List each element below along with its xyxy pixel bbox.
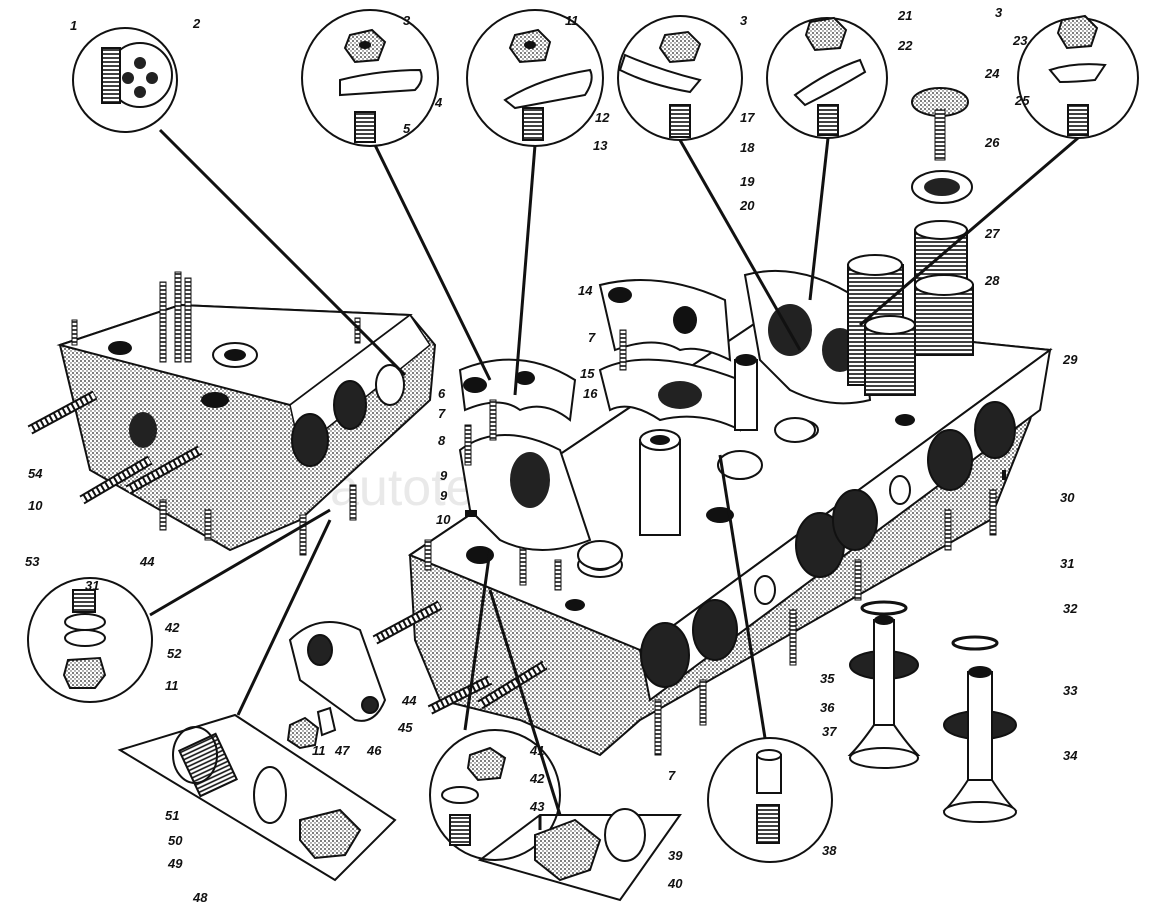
label-27: 27: [984, 226, 1000, 241]
part-labels: 1 2 3 4 5 6 7 8 9 9 10 10 11 11 11 12 13…: [25, 5, 1078, 905]
label-11a: 11: [565, 13, 579, 28]
label-40: 40: [667, 876, 683, 891]
label-48: 48: [192, 890, 208, 905]
label-44b: 44: [401, 693, 417, 708]
label-44a: 44: [139, 554, 155, 569]
label-42b: 42: [164, 620, 180, 635]
label-5: 5: [403, 121, 411, 136]
label-3c: 3: [995, 5, 1003, 20]
label-26: 26: [984, 135, 1000, 150]
label-1: 1: [70, 18, 77, 33]
label-2: 2: [192, 16, 201, 31]
label-8: 8: [438, 433, 446, 448]
label-38: 38: [822, 843, 837, 858]
label-10b: 10: [436, 512, 451, 527]
label-35: 35: [820, 671, 835, 686]
label-42a: 42: [529, 771, 545, 786]
detail-circles: [27, 9, 1139, 863]
label-32: 32: [1063, 601, 1078, 616]
label-3b: 3: [740, 13, 748, 28]
left-cylinder-head: [27, 271, 437, 556]
label-9b: 9: [440, 488, 448, 503]
label-13: 13: [593, 138, 608, 153]
label-41: 41: [529, 743, 544, 758]
label-51: 51: [165, 808, 179, 823]
valve-springs: [847, 87, 974, 396]
label-7b: 7: [588, 330, 596, 345]
bearing-caps: [458, 269, 872, 570]
label-25: 25: [1014, 93, 1030, 108]
label-4: 4: [434, 95, 443, 110]
label-3: 3: [403, 13, 411, 28]
label-39: 39: [668, 848, 683, 863]
label-19: 19: [740, 174, 755, 189]
label-45: 45: [397, 720, 413, 735]
label-11c: 11: [312, 743, 326, 758]
label-14: 14: [578, 283, 593, 298]
label-31a: 31: [1060, 556, 1074, 571]
label-18: 18: [740, 140, 755, 155]
label-46: 46: [366, 743, 382, 758]
label-29: 29: [1062, 352, 1078, 367]
label-10a: 10: [28, 498, 43, 513]
label-24: 24: [984, 66, 1000, 81]
label-31b: 31: [85, 578, 99, 593]
label-33: 33: [1063, 683, 1078, 698]
label-50: 50: [168, 833, 183, 848]
label-53: 53: [25, 554, 40, 569]
label-37: 37: [822, 724, 837, 739]
label-30: 30: [1060, 490, 1075, 505]
label-12: 12: [595, 110, 610, 125]
leader-lines: [149, 128, 1079, 830]
label-43: 43: [529, 799, 545, 814]
label-34: 34: [1063, 748, 1078, 763]
detail-boxes: [117, 621, 682, 902]
label-54: 54: [28, 466, 43, 481]
label-52: 52: [167, 646, 182, 661]
label-17: 17: [740, 110, 755, 125]
label-28: 28: [984, 273, 1000, 288]
label-20: 20: [739, 198, 755, 213]
label-7c: 7: [668, 768, 676, 783]
label-15: 15: [580, 366, 595, 381]
label-47: 47: [334, 743, 350, 758]
label-21: 21: [897, 8, 912, 23]
label-16: 16: [583, 386, 598, 401]
label-9a: 9: [440, 468, 448, 483]
label-23: 23: [1012, 33, 1028, 48]
label-49: 49: [167, 856, 183, 871]
label-7a: 7: [438, 406, 446, 421]
label-22: 22: [897, 38, 913, 53]
label-6: 6: [438, 386, 446, 401]
label-36: 36: [820, 700, 835, 715]
label-11b: 11: [165, 678, 179, 693]
valves: [847, 600, 1018, 823]
